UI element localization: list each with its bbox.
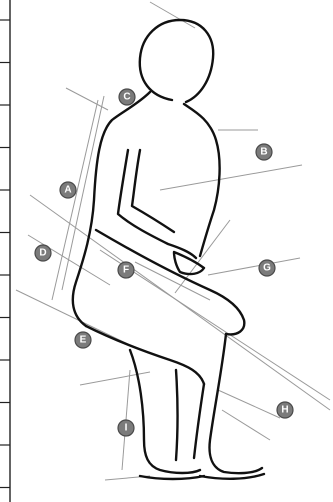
marker-d: D: [35, 245, 51, 261]
marker-i: I: [118, 420, 134, 436]
head-outline: [140, 20, 213, 102]
marker-g: G: [259, 260, 275, 276]
guide-line: [52, 100, 98, 300]
marker-g-label: G: [263, 263, 271, 274]
guide-line: [222, 410, 270, 440]
marker-f: F: [118, 262, 134, 278]
guide-line: [160, 165, 302, 190]
marker-a-label: A: [64, 185, 71, 196]
guide-line: [135, 262, 210, 300]
arm-outline: [118, 150, 196, 258]
marker-h-label: H: [281, 405, 288, 416]
arm-inner-outline: [132, 150, 174, 232]
marker-b-label: B: [260, 147, 267, 158]
marker-c: C: [119, 89, 135, 105]
marker-h: H: [277, 402, 293, 418]
marker-e-label: E: [80, 335, 87, 346]
marker-b: B: [256, 144, 272, 160]
front-shin-outline: [210, 334, 262, 473]
feet-outline: [140, 474, 264, 479]
ruler-ticks: [0, 20, 10, 488]
rear-leg-inner-outline: [176, 370, 178, 460]
back-shin-outline: [194, 384, 204, 458]
seated-person-outline: [73, 20, 264, 479]
measurement-ruler: [0, 0, 10, 502]
thigh-underside-outline: [86, 326, 204, 384]
marker-d-label: D: [39, 248, 46, 259]
marker-c-label: C: [123, 92, 130, 103]
guide-line: [100, 250, 330, 400]
marker-i-label: I: [125, 423, 128, 434]
marker-e: E: [75, 332, 91, 348]
guide-line: [208, 258, 300, 275]
guide-line: [150, 2, 195, 28]
marker-a: A: [60, 182, 76, 198]
marker-f-label: F: [123, 265, 129, 276]
